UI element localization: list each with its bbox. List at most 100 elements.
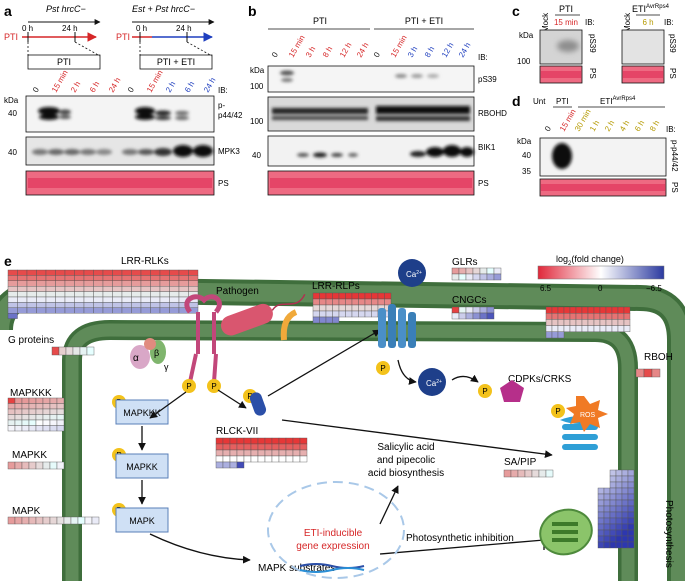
heatmap-mapk-cell — [35, 516, 44, 525]
heatmap-glrs-cell — [472, 273, 481, 281]
heatmap-mapkkk-cell — [35, 408, 44, 415]
g-protein-alpha — [130, 345, 150, 369]
heatmap-cngcs-cell — [458, 306, 467, 314]
ca-ion-outside-label: Ca2+ — [406, 270, 422, 279]
heatmap-lrr-rlks-cell — [131, 302, 142, 308]
heatmap-photosynthesis-cell — [609, 475, 617, 483]
heatmap-lrr-rlps-cell — [319, 304, 327, 312]
heatmap-lrr-rlks-cell — [140, 307, 151, 314]
heatmap-photosynthesis-cell — [597, 535, 605, 543]
heatmap-lrr-rlks-cell — [64, 280, 75, 287]
panel-d-kda: kDa — [517, 137, 532, 146]
heatmap-rlck-cell — [215, 455, 224, 463]
heatmap-glrs-cell — [493, 273, 502, 281]
heatmap-mapk-cell — [91, 516, 100, 525]
heatmap-photosynthesis-cell — [603, 511, 611, 519]
heatmap-lrr-rlks-cell — [55, 296, 66, 303]
heatmap-rlck-cell — [264, 455, 273, 463]
heatmap-rlck-cell — [299, 455, 308, 463]
heatmap-rlck-cell — [292, 455, 301, 463]
heatmap-lrr-rlps-cell — [384, 298, 392, 306]
ca-ion-outside — [398, 259, 426, 287]
heatmap-lrr-rlks-cell — [140, 302, 151, 308]
timeline-eti-t0: 0 h — [136, 24, 147, 33]
heatmap-lrr-rlks-cell — [36, 269, 47, 276]
svg-text:P: P — [555, 407, 560, 416]
heatmap-lrr-rlks-cell — [121, 296, 132, 303]
heatmap-lrr-rlks-cell — [169, 296, 180, 303]
panel-a-lane-4: 24 h — [107, 76, 123, 94]
heatmap-lrr-rlps-cell — [312, 304, 320, 312]
panel-b-lane-2: 3 h — [304, 45, 317, 59]
heatmap-lrr-rlks-cell — [150, 291, 161, 298]
heatmap-glrs-cell — [458, 273, 467, 281]
heatmap-lrr-rlks-cell — [55, 269, 66, 276]
panel-b-lane-8: 3 h — [406, 45, 419, 59]
panel-c-left-mock: Mock — [541, 12, 550, 32]
heatmap-lrr-rlps-cell — [364, 304, 372, 312]
heatmap-rlck-cell — [278, 455, 287, 463]
heatmap-glrs-cell — [451, 267, 460, 275]
heatmap-membrane-right-cell — [599, 313, 607, 320]
heatmap-lrr-rlks-cell — [112, 275, 123, 281]
heatmap-photosynthesis-cell — [597, 487, 605, 495]
heatmap-photosynthesis-cell — [621, 481, 629, 489]
heatmap-lrr-rlks-cell — [55, 307, 66, 314]
heatmap-lrr-rlks-cell — [159, 280, 170, 287]
heatmap-mapk-cell — [70, 516, 79, 525]
heatmap-lrr-rlks-cell — [36, 275, 47, 281]
heatmap-photosynthesis-cell — [621, 475, 629, 483]
label-photosynthesis: Photosynthesis — [663, 500, 674, 568]
heatmap-sa-pip-cell — [503, 469, 512, 478]
heatmap-sa-pip-cell — [531, 469, 540, 478]
heatmap-mapkkk-cell — [7, 408, 16, 415]
heatmap-cngcs-cell — [479, 306, 488, 314]
heatmap-lrr-rlks-cell — [121, 275, 132, 281]
heatmap-photosynthesis-cell — [627, 493, 635, 501]
heatmap-lrr-rlks-cell — [169, 269, 180, 276]
heatmap-membrane-right-cell — [557, 306, 565, 314]
heatmap-photosynthesis-cell — [597, 511, 605, 519]
heatmap-sa-pip-cell — [524, 469, 533, 478]
heatmap-lrr-rlks-cell — [93, 296, 104, 303]
heatmap-lrr-rlks-cell — [83, 296, 94, 303]
blot-b-ps39-bands — [280, 70, 439, 82]
heatmap-rlck-cell — [299, 437, 308, 445]
heatmap-lrr-rlps-cell — [358, 292, 366, 300]
heatmap-lrr-rlks-cell — [159, 307, 170, 314]
heatmap-lrr-rlps-cell — [319, 298, 327, 306]
heatmap-mapk-cell — [7, 516, 16, 525]
heatmap-lrr-rlps-cell — [364, 310, 372, 318]
heatmap-photosynthesis-cell — [609, 523, 617, 531]
panel-d-header-eti: ETIAvrRps4 — [600, 96, 636, 106]
heatmap-lrr-rlks-cell — [7, 280, 18, 287]
heatmap-mapkkk-cell — [49, 419, 58, 426]
heatmap-lrr-rlks-cell — [45, 269, 56, 276]
heatmap-lrr-rlps-cell — [371, 292, 379, 300]
heatmap-lrr-rlps-cell — [319, 292, 327, 300]
heatmap-mapkkk-cell — [35, 425, 44, 432]
heatmap-mapkkk-cell — [42, 425, 51, 432]
heatmap-mapkkk-cell — [56, 408, 65, 415]
heatmap-membrane-right-cell — [587, 325, 595, 333]
label-cdpks: CDPKs/CRKS — [508, 374, 572, 385]
heatmap-lrr-rlks-cell — [93, 286, 104, 292]
heatmap-sa-pip — [503, 469, 554, 478]
panel-d-ib: IB: — [666, 125, 676, 134]
heatmap-lrr-rlks-cell — [150, 269, 161, 276]
heatmap-photosynthesis-cell — [597, 529, 605, 537]
heatmap-membrane-right — [545, 306, 631, 339]
heatmap-lrr-rlps-cell — [371, 304, 379, 312]
heatmap-lrr-rlps-cell — [377, 298, 385, 306]
heatmap-photosynthesis-cell — [615, 529, 623, 537]
heatmap-membrane-right-cell — [563, 325, 571, 333]
heatmap-rlck-cell — [271, 443, 280, 451]
heatmap-lrr-rlks-cell — [150, 275, 161, 281]
heatmap-lrr-rlks-cell — [55, 280, 66, 287]
heatmap-lrr-rlks-cell — [121, 307, 132, 314]
heatmap-lrr-rlks-cell — [131, 307, 142, 314]
g-protein-gamma — [144, 338, 156, 350]
